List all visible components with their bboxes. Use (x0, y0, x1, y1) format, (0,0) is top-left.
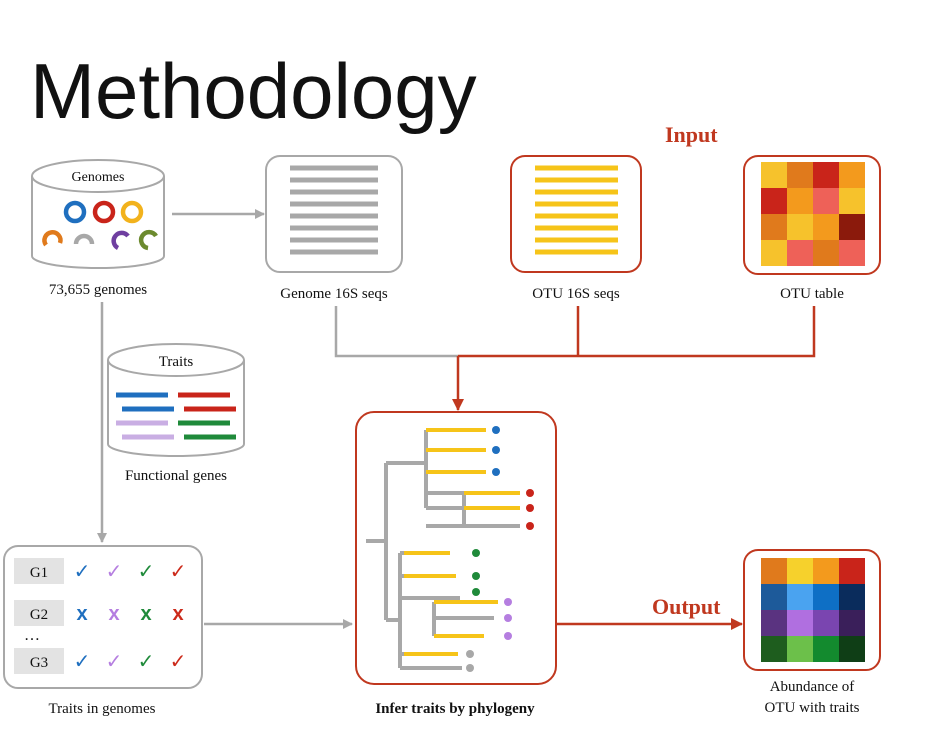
abundance-cell (839, 610, 865, 636)
otu-table-cell (787, 214, 813, 240)
trait-absent-icon: x (140, 603, 151, 625)
abundance-cell (787, 636, 813, 662)
trait-present-icon: ✓ (106, 651, 123, 673)
trait-present-icon: ✓ (138, 651, 155, 673)
trait-absent-icon: x (108, 603, 119, 625)
trait-absent-icon: x (76, 603, 87, 625)
trait-present-icon: ✓ (74, 561, 91, 583)
otu-16s-label: OTU 16S seqs (532, 286, 620, 302)
line-genome16s-to-merge (334, 306, 458, 358)
line-otutable-to-merge (458, 306, 816, 358)
otu-table-cell (787, 188, 813, 214)
abundance-cell (839, 636, 865, 662)
otu-table-cell (839, 188, 865, 214)
otu-table-cell (839, 214, 865, 240)
otu-table-cell (787, 162, 813, 188)
abundance-cell (839, 558, 865, 584)
abundance-cell (813, 584, 839, 610)
otu-table-cell (813, 188, 839, 214)
otu-16s-box (510, 155, 642, 273)
abundance-cell (787, 558, 813, 584)
otu-table-heatmap (761, 162, 865, 266)
otu-table-cell (839, 240, 865, 266)
genome-16s-label: Genome 16S seqs (280, 286, 388, 302)
traits-in-genomes-label: Traits in genomes (49, 701, 156, 717)
abundance-cell (813, 636, 839, 662)
abundance-cell (813, 610, 839, 636)
phylogenetic-tree (366, 426, 534, 672)
abundance-cell (787, 610, 813, 636)
otu-table-cell (761, 188, 787, 214)
genome-rings-icon (42, 200, 158, 251)
abundance-cell (761, 610, 787, 636)
genomes-database: Genomes (31, 159, 165, 269)
otu-table-cell (787, 240, 813, 266)
abundance-heatmap (761, 558, 865, 662)
page-title: Methodology (30, 47, 477, 135)
otu-table-label: OTU table (780, 286, 844, 302)
genome-label-cell (14, 648, 64, 674)
genome-row-label: G1 (30, 565, 48, 581)
trait-present-icon: ✓ (170, 561, 187, 583)
traits-ellipsis: … (24, 627, 40, 644)
otu-table-cell (813, 162, 839, 188)
genome-row-label: G3 (30, 655, 48, 671)
trait-present-icon: ✓ (170, 651, 187, 673)
genome-row-label: G2 (30, 607, 48, 623)
otu-table-cell (813, 214, 839, 240)
trait-absent-icon: x (172, 603, 183, 625)
otu-table-cell (813, 240, 839, 266)
trait-present-icon: ✓ (106, 561, 123, 583)
abundance-cell (761, 584, 787, 610)
genomes-count: 73,655 genomes (49, 282, 147, 298)
abundance-cell (813, 558, 839, 584)
functional-genes-bars-icon (116, 392, 236, 440)
abundance-label-line2: OTU with traits (765, 700, 860, 716)
otu-table-cell (761, 214, 787, 240)
abundance-cell (839, 584, 865, 610)
trait-present-icon: ✓ (74, 651, 91, 673)
otu-table-cell (839, 162, 865, 188)
trait-dots (466, 426, 534, 672)
otu-table-cell (761, 162, 787, 188)
functional-genes-label: Functional genes (125, 468, 227, 484)
genome-label-cell (14, 600, 64, 626)
abundance-cell (761, 636, 787, 662)
abundance-label-line1: Abundance of (770, 679, 855, 695)
abundance-cell (761, 558, 787, 584)
traits-db-label: Traits (159, 354, 194, 370)
output-label: Output (652, 594, 721, 619)
traits-database: Traits (107, 343, 245, 457)
genomes-db-label: Genomes (72, 170, 125, 185)
infer-traits-label: Infer traits by phylogeny (375, 701, 535, 717)
trait-present-icon: ✓ (138, 561, 155, 583)
abundance-cell (787, 584, 813, 610)
input-label: Input (665, 122, 718, 147)
genome-16s-box (265, 155, 403, 273)
connectors (97, 209, 816, 630)
genome-label-cell (14, 558, 64, 584)
otu-table-cell (761, 240, 787, 266)
